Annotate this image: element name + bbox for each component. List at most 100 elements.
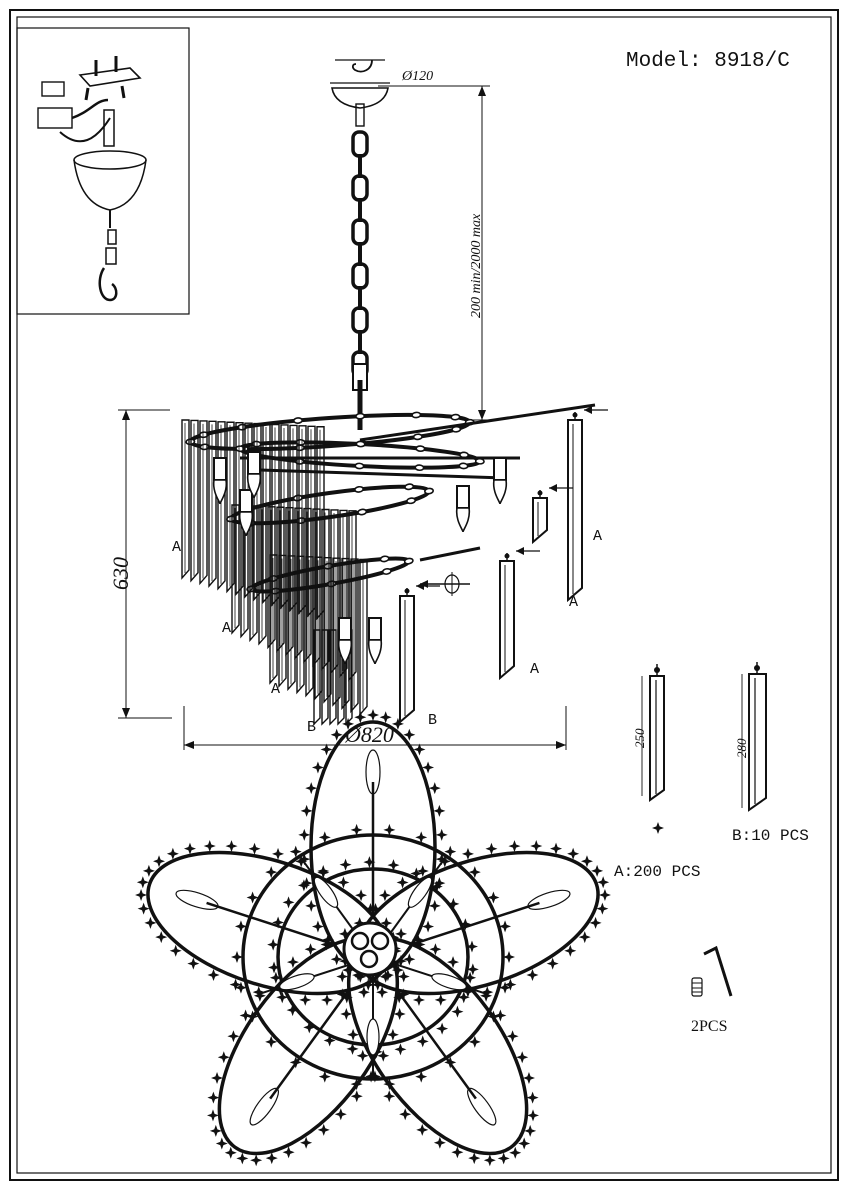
crystal-star [485, 842, 498, 855]
loose-crystal [532, 497, 548, 545]
crystal-star [598, 888, 611, 901]
hub-socket [370, 931, 390, 951]
loose-crystal [399, 595, 415, 725]
inset-hook-icon [98, 229, 118, 302]
candle-top [467, 1087, 497, 1126]
suspension-chain [351, 130, 369, 391]
connector-pin-icon [652, 822, 664, 834]
candle-bulb [455, 507, 471, 533]
crystal-a-quantity: A:200 PCS [614, 863, 700, 881]
hanging-crystal-b [313, 629, 321, 726]
candle-socket [239, 489, 253, 513]
top-ring [231, 823, 515, 1091]
hanging-crystal [258, 505, 267, 646]
crystal-star [435, 828, 448, 841]
hanging-crystal [278, 554, 287, 689]
hanging-crystal [330, 509, 339, 675]
hanging-crystal [181, 419, 190, 580]
hanging-crystal [287, 555, 296, 692]
crystal-star [483, 1154, 496, 1167]
crystal-b-length-label: 280 [734, 738, 749, 758]
hex-key-icon [691, 945, 733, 997]
ceiling-hook-icon [335, 59, 385, 73]
top-spoke [410, 901, 540, 946]
height-dimension [118, 409, 172, 719]
candle-bulb [246, 473, 262, 499]
hanging-crystal [267, 506, 276, 650]
candle-socket [368, 617, 382, 641]
crystal-star [231, 951, 243, 963]
height-label: 630 [108, 557, 133, 590]
candle-bulb [367, 639, 383, 665]
candle-top [249, 1087, 279, 1126]
bead [450, 413, 461, 421]
crystal-star [303, 1021, 316, 1034]
crystal-label-b: B [307, 719, 316, 736]
bead [292, 416, 304, 425]
candle-top [366, 1018, 380, 1056]
crystal-star [433, 804, 446, 817]
bead [353, 485, 365, 494]
crystal-star [503, 951, 515, 963]
chain-length-label: 200 min/2000 max [469, 213, 484, 318]
bead [355, 440, 366, 448]
bead [403, 482, 415, 491]
frame-arm [259, 468, 506, 480]
inner-frame [16, 16, 832, 1174]
hanging-crystal [231, 504, 240, 635]
crystal-label-a: A [271, 681, 280, 698]
candle-top [175, 889, 219, 910]
model-label: Model: 8918/C [626, 50, 790, 73]
crystal-part-b [741, 662, 767, 812]
crystal-star [451, 1005, 464, 1018]
loose-crystal [567, 419, 583, 603]
hanging-crystal [199, 420, 208, 586]
crystal-label-a: A [530, 661, 539, 678]
hanging-crystal [359, 558, 368, 717]
crystal-star [282, 896, 295, 909]
crystal-part-a [641, 664, 665, 802]
candle-top [279, 973, 315, 991]
inset-bell-icon [73, 109, 147, 228]
crystal-star [447, 897, 460, 910]
crystal-label-b: B [428, 712, 437, 729]
crystal-star [272, 847, 285, 860]
hanging-crystal [323, 557, 332, 704]
diameter-dimension [183, 706, 567, 750]
crystal-star [336, 970, 349, 983]
hanging-crystal [244, 422, 253, 599]
crystal-star [526, 1091, 539, 1104]
candle-top [313, 876, 339, 908]
tool-quantity: 2PCS [691, 1018, 727, 1035]
candle-socket [493, 457, 507, 481]
crystal-star [367, 709, 379, 721]
crystal-star [206, 1109, 219, 1122]
bead [458, 462, 469, 470]
hanging-crystal [190, 419, 199, 583]
candle-socket [213, 457, 227, 481]
crystal-label-a: A [222, 620, 231, 637]
bead [354, 462, 365, 470]
candle-bulb [212, 479, 228, 505]
chain-link [351, 218, 369, 246]
canopy-diameter-label: Ø120 [401, 69, 433, 84]
chain-link [351, 130, 369, 158]
crystal-star [436, 1022, 449, 1035]
candle-bulb [492, 479, 508, 505]
crystal-star [300, 804, 313, 817]
hanging-crystal [208, 420, 217, 588]
crystal-star [300, 877, 313, 890]
crystal-star [225, 840, 238, 853]
frame-arm [419, 546, 481, 562]
bead [356, 508, 368, 516]
candle-top [527, 889, 571, 910]
hanging-crystal [217, 421, 226, 591]
bead [415, 445, 426, 453]
hanging-crystal [332, 557, 341, 707]
crystal-b-quantity: B:10 PCS [732, 827, 809, 845]
chandelier-side-view [181, 380, 608, 726]
hanging-crystal [305, 556, 314, 698]
bead [423, 487, 435, 496]
candle-top [431, 973, 467, 991]
